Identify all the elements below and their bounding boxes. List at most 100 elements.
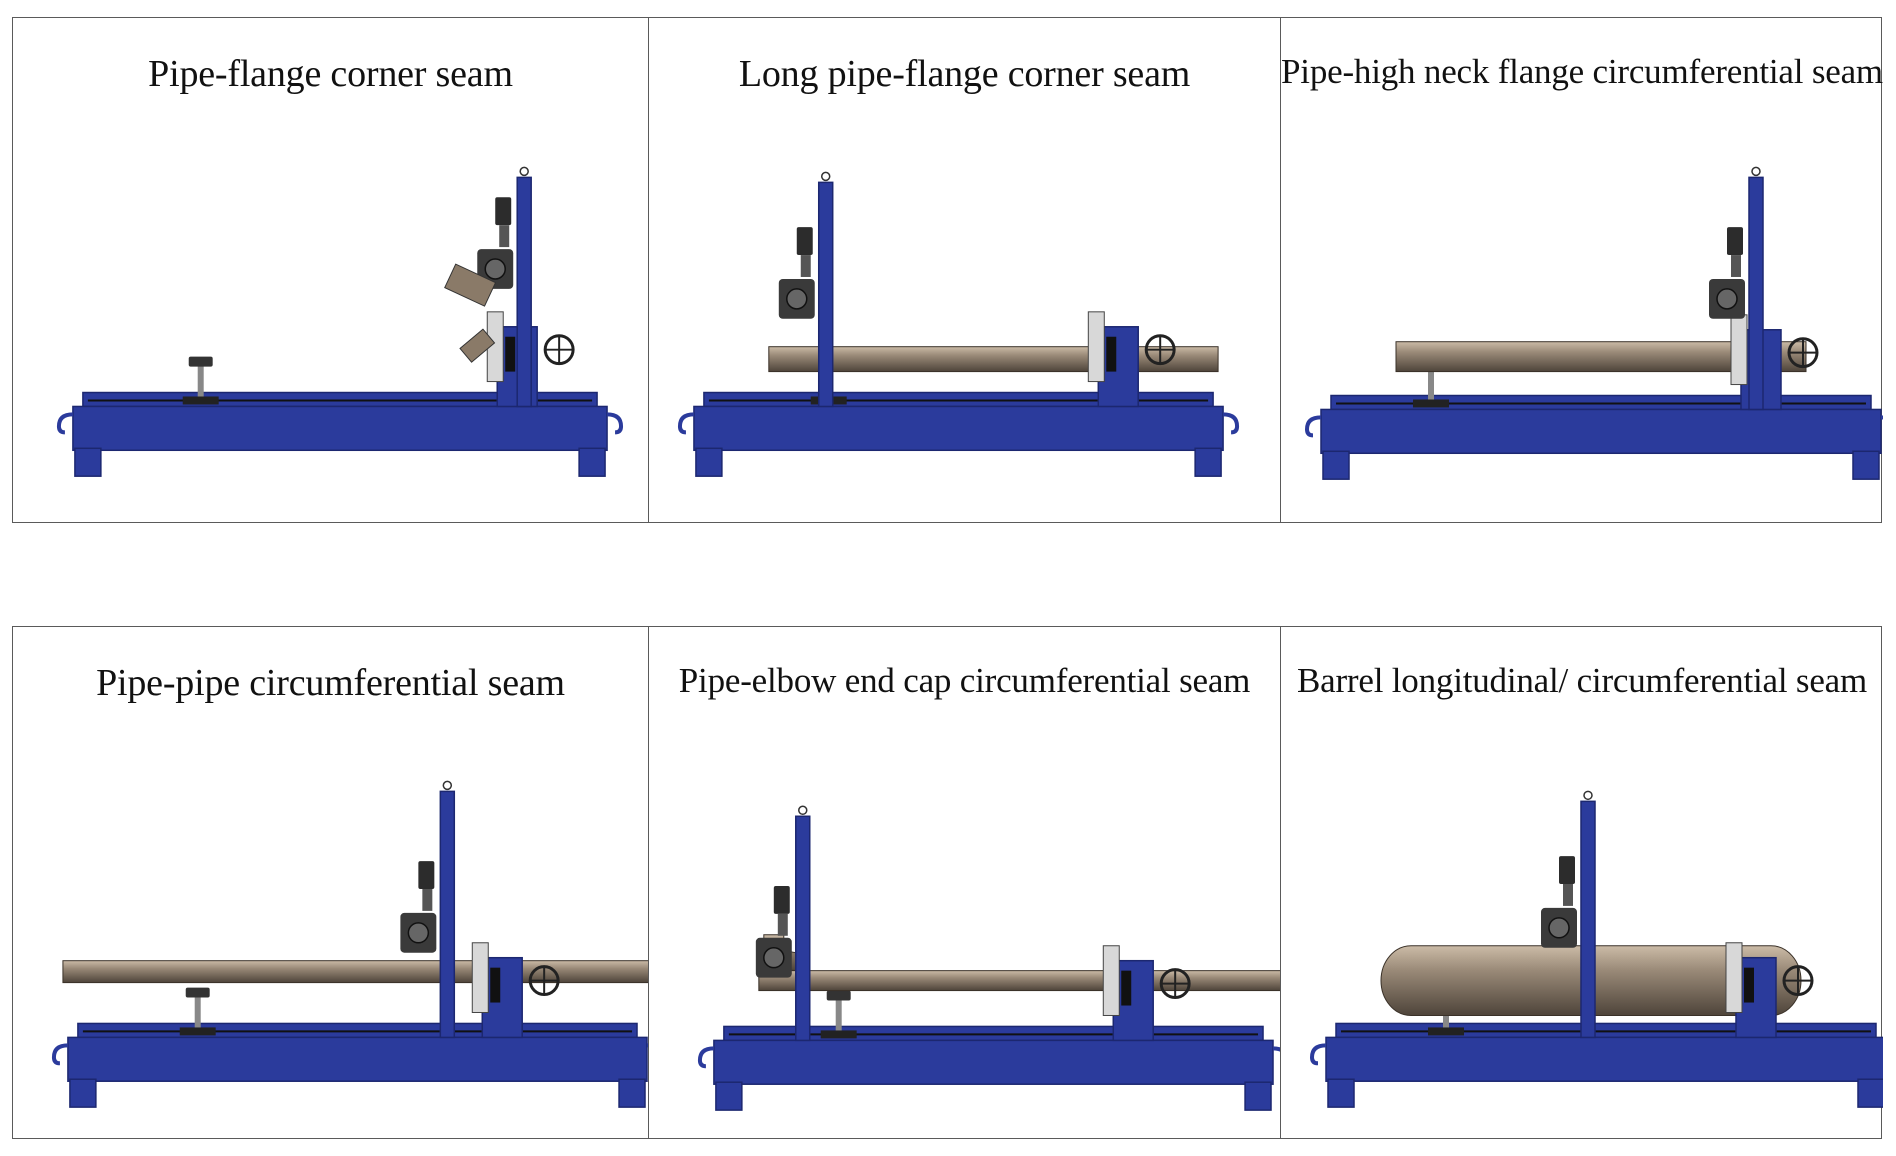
- column-eyebolt: [1583, 790, 1593, 801]
- control-panel: [1121, 970, 1132, 1006]
- wire-feeder: [786, 288, 808, 310]
- support-roller: [826, 990, 851, 1001]
- panel-title: Long pipe-flange corner seam: [738, 53, 1191, 95]
- support-post: [197, 364, 204, 397]
- chuck-plate: [1102, 945, 1120, 1016]
- welding-machine-illustration: [51, 780, 648, 1108]
- column-eyebolt: [519, 166, 529, 177]
- base-beam: [67, 1036, 648, 1082]
- base-foot: [1244, 1081, 1272, 1111]
- vertical-column: [1580, 800, 1596, 1039]
- column-eyebolt: [442, 780, 453, 791]
- control-panel: [505, 336, 516, 372]
- drive-motor: [773, 885, 790, 914]
- flange-workpiece: [459, 328, 496, 363]
- welding-machine-illustration: [1304, 166, 1883, 480]
- lifting-hook: [56, 412, 73, 435]
- base-foot: [578, 447, 606, 477]
- vertical-column: [516, 176, 532, 408]
- headstock-housing: [1112, 959, 1154, 1042]
- chuck-plate: [471, 942, 489, 1013]
- chuck-plate: [1730, 314, 1748, 386]
- support-foot: [179, 1027, 216, 1036]
- panel-title: Pipe-high neck flange circumferential se…: [1281, 52, 1883, 91]
- panel-title: Pipe-pipe circumferential seam: [96, 662, 565, 704]
- vertical-column: [1748, 176, 1764, 411]
- base-beam: [713, 1039, 1274, 1085]
- base-foot: [1327, 1078, 1355, 1108]
- lifting-hook: [1272, 1046, 1280, 1052]
- lifting-hook: [606, 412, 624, 435]
- support-post: [835, 998, 842, 1031]
- base-beam: [1325, 1036, 1883, 1082]
- drive-motor: [1727, 227, 1743, 256]
- panel-title: Pipe-elbow end cap circumferential seam: [678, 661, 1251, 700]
- motor-bracket: [800, 255, 811, 277]
- base-beam: [693, 405, 1224, 452]
- flange-workpiece: [444, 263, 497, 307]
- chuck-plate: [1087, 311, 1105, 383]
- wire-feeder: [1548, 917, 1570, 939]
- panel-high-neck-flange-seam: Pipe-high neck flange circumferential se…: [1281, 18, 1883, 522]
- panel-barrel-seam: Barrel longitudinal/ circumferential sea…: [1281, 627, 1883, 1138]
- motor-bracket: [777, 913, 788, 936]
- lifting-hook: [51, 1043, 69, 1066]
- panel-title: Pipe-flange corner seam: [148, 53, 513, 95]
- base-foot: [1857, 1078, 1883, 1108]
- support-foot: [820, 1030, 857, 1039]
- drive-motor: [796, 227, 813, 256]
- motor-bracket: [1731, 255, 1741, 277]
- motor-bracket: [1563, 883, 1573, 906]
- support-foot: [1413, 399, 1449, 408]
- lifting-hook: [1304, 415, 1322, 438]
- support-roller: [188, 356, 213, 367]
- support-foot: [1428, 1027, 1464, 1036]
- pipe-workpiece: [758, 970, 1280, 992]
- support-post: [1428, 367, 1434, 400]
- drive-motor: [495, 197, 512, 226]
- pipe-workpiece: [62, 960, 648, 984]
- wire-feeder: [763, 946, 785, 969]
- welding-machine-illustration: [677, 171, 1240, 477]
- pipe-workpiece: [768, 346, 1219, 373]
- control-panel: [490, 967, 501, 1003]
- support-post: [194, 995, 201, 1028]
- lifting-hook: [1223, 412, 1240, 435]
- motor-bracket: [422, 888, 433, 911]
- panel-long-pipe-flange-corner-seam: Long pipe-flange corner seam: [649, 18, 1281, 522]
- base-foot: [618, 1078, 646, 1108]
- welding-machine-illustration: [56, 166, 624, 477]
- lifting-hook: [1309, 1043, 1327, 1066]
- base-foot: [1852, 450, 1880, 480]
- column-eyebolt: [1751, 166, 1761, 177]
- vertical-column: [439, 790, 456, 1039]
- base-foot: [1322, 450, 1350, 480]
- welding-machine-illustration: [697, 805, 1280, 1111]
- drive-motor: [418, 861, 435, 889]
- lifting-hook: [697, 1046, 714, 1069]
- chuck-plate: [1725, 942, 1743, 1013]
- wire-feeder: [407, 922, 430, 944]
- column-eyebolt: [820, 171, 831, 182]
- base-foot: [1194, 447, 1222, 477]
- panel-pipe-elbow-end-cap-seam: Pipe-elbow end cap circumferential seam: [649, 627, 1281, 1138]
- welding-machine-illustration: [1309, 790, 1883, 1108]
- motor-bracket: [499, 225, 510, 248]
- panel-title: Barrel longitudinal/ circumferential sea…: [1296, 661, 1868, 700]
- wire-feeder: [484, 258, 506, 280]
- base-beam: [72, 405, 608, 452]
- wire-feeder: [1716, 288, 1738, 310]
- control-panel: [1106, 336, 1117, 372]
- vertical-column: [795, 815, 811, 1042]
- bottom-panel-row: Pipe-pipe circumferential seam Pipe-elbo…: [12, 626, 1883, 1139]
- headstock-housing: [1735, 956, 1777, 1039]
- vertical-column: [817, 181, 834, 408]
- panel-pipe-flange-corner-seam: Pipe-flange corner seam: [13, 18, 649, 522]
- base-foot: [695, 447, 723, 477]
- headstock-housing: [481, 956, 523, 1039]
- top-panel-row: Pipe-flange corner seam Long pipe-flange…: [12, 17, 1883, 523]
- base-beam: [1320, 408, 1882, 455]
- lifting-hook: [677, 412, 695, 435]
- support-roller: [185, 987, 210, 998]
- panel-pipe-pipe-circumferential-seam: Pipe-pipe circumferential seam: [13, 627, 649, 1138]
